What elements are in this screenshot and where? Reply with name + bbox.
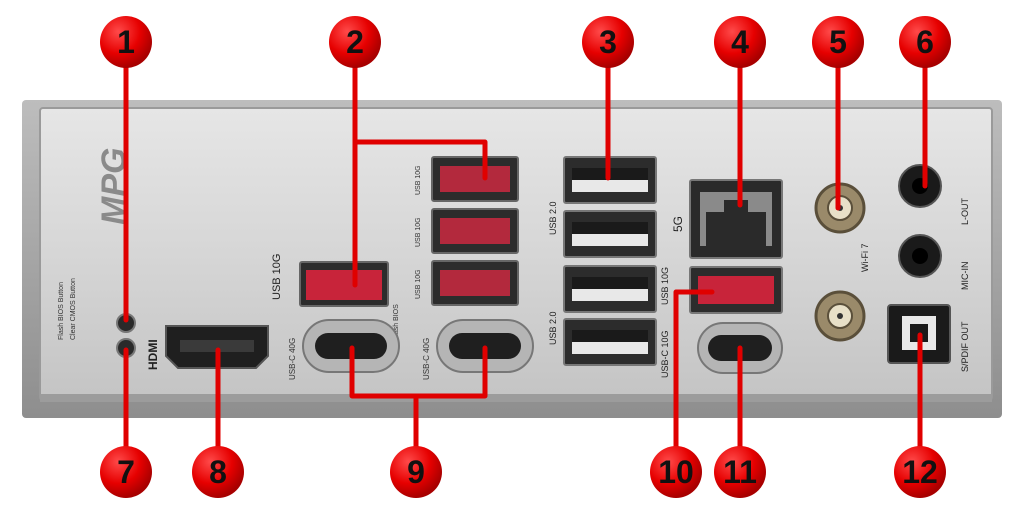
usb-10g-label-a: USB 10G xyxy=(415,165,422,195)
callout-5: 5 xyxy=(812,16,864,68)
callout-1: 1 xyxy=(100,16,152,68)
callout-3-number: 3 xyxy=(599,24,617,60)
usb-20-label-a: USB 2.0 xyxy=(548,201,558,235)
usb-10g-port[interactable] xyxy=(431,156,519,202)
callout-2-bubble xyxy=(329,16,381,68)
usb-10g-label-b: USB 10G xyxy=(415,217,422,247)
io-plate-bottom-edge xyxy=(40,394,992,402)
audio-jacks: L-OUT MIC-IN xyxy=(898,164,970,291)
callout-6-number: 6 xyxy=(916,24,934,60)
callout-10-number: 10 xyxy=(658,454,694,490)
callout-7: 7 xyxy=(100,446,152,498)
callout-2-number: 2 xyxy=(346,24,364,60)
clear-cmos-button-label: Clear CMOS Button xyxy=(70,278,77,340)
callout-11-bubble xyxy=(714,446,766,498)
spdif-label: S/PDIF OUT xyxy=(960,321,970,372)
usb-10g-right-label: USB 10G xyxy=(660,267,670,305)
usb-10g-port-main[interactable]: USB 10G Flash BIOS xyxy=(271,254,400,340)
callout-7-bubble xyxy=(100,446,152,498)
usb-c-40g-label-a: USB-C 40G xyxy=(288,338,297,380)
lan-5g-label: 5G xyxy=(671,216,685,232)
callout-11: 11 xyxy=(714,446,766,498)
callout-10-bubble xyxy=(650,446,702,498)
usb-10g-port[interactable] xyxy=(431,260,519,306)
callout-12: 12 xyxy=(894,446,946,498)
callout-3-bubble xyxy=(582,16,634,68)
callout-2: 2 xyxy=(329,16,381,68)
usb-10g-port[interactable] xyxy=(431,208,519,254)
usb-20-label-b: USB 2.0 xyxy=(548,311,558,345)
callout-6: 6 xyxy=(899,16,951,68)
callout-12-number: 12 xyxy=(902,454,938,490)
usb-2-port[interactable] xyxy=(563,156,657,204)
usb-2-port[interactable] xyxy=(563,318,657,366)
callout-4-bubble xyxy=(714,16,766,68)
callout-5-number: 5 xyxy=(829,24,847,60)
usb-10g-label-c: USB 10G xyxy=(415,269,422,299)
callout-3: 3 xyxy=(582,16,634,68)
leader-lines xyxy=(123,55,928,459)
usb-2-stack: USB 2.0 USB 2.0 xyxy=(548,156,657,366)
line-out-label: L-OUT xyxy=(960,197,970,225)
flash-bios-button-label: Flash BIOS Button xyxy=(58,282,65,340)
usb-2-port[interactable] xyxy=(563,210,657,258)
hdmi-port[interactable]: HDMI xyxy=(146,325,269,370)
usb-c-10g-label: USB-C 10G xyxy=(660,330,670,378)
callout-8: 8 xyxy=(192,446,244,498)
callout-11-number: 11 xyxy=(723,454,757,490)
usb-2-port[interactable] xyxy=(563,265,657,313)
callout-9-bubble xyxy=(390,446,442,498)
callout-5-bubble xyxy=(812,16,864,68)
callout-8-number: 8 xyxy=(209,454,227,490)
callout-12-bubble xyxy=(894,446,946,498)
mic-in-label: MIC-IN xyxy=(960,262,970,291)
callout-9: 9 xyxy=(390,446,442,498)
callout-10: 10 xyxy=(650,446,702,498)
callout-4-number: 4 xyxy=(731,24,749,60)
leader-line-2b xyxy=(352,139,488,181)
usb-c-40g-label-b: USB-C 40G xyxy=(422,338,431,380)
wifi-label: Wi-Fi 7 xyxy=(860,244,870,273)
usb-10g-stack: USB 10G USB 10G USB 10G xyxy=(415,156,519,306)
callout-9-number: 9 xyxy=(407,454,425,490)
lan-5g-port[interactable]: 5G xyxy=(671,179,783,259)
leader-line-10 xyxy=(673,289,715,459)
flash-bios-port-label: Flash BIOS xyxy=(393,304,400,340)
callout-1-number: 1 xyxy=(117,24,135,60)
usb-10g-main-label: USB 10G xyxy=(271,254,283,300)
callout-6-bubble xyxy=(899,16,951,68)
callout-8-bubble xyxy=(192,446,244,498)
hdmi-label: HDMI xyxy=(146,339,160,370)
callout-4: 4 xyxy=(714,16,766,68)
callout-7-number: 7 xyxy=(117,454,135,490)
callout-1-bubble xyxy=(100,16,152,68)
